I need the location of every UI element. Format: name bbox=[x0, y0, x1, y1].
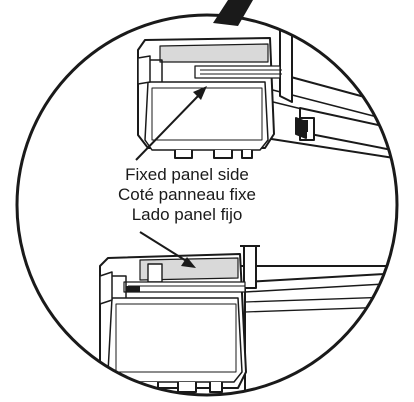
leader-arrow-up bbox=[135, 86, 207, 161]
leader-arrow-down bbox=[139, 231, 196, 268]
label-french: Coté panneau fixe bbox=[118, 185, 256, 204]
bottom-rail-assembly bbox=[99, 245, 397, 395]
bottom-post bbox=[243, 245, 257, 289]
top-rail-assembly bbox=[137, 21, 397, 163]
label-english: Fixed panel side bbox=[125, 165, 249, 184]
detail-pointer-arrow bbox=[213, 0, 253, 26]
detail-circle bbox=[15, 13, 399, 397]
top-left-clip bbox=[137, 55, 151, 85]
label-spanish: Lado panel fijo bbox=[131, 205, 243, 224]
bottom-left-clip bbox=[99, 271, 113, 305]
